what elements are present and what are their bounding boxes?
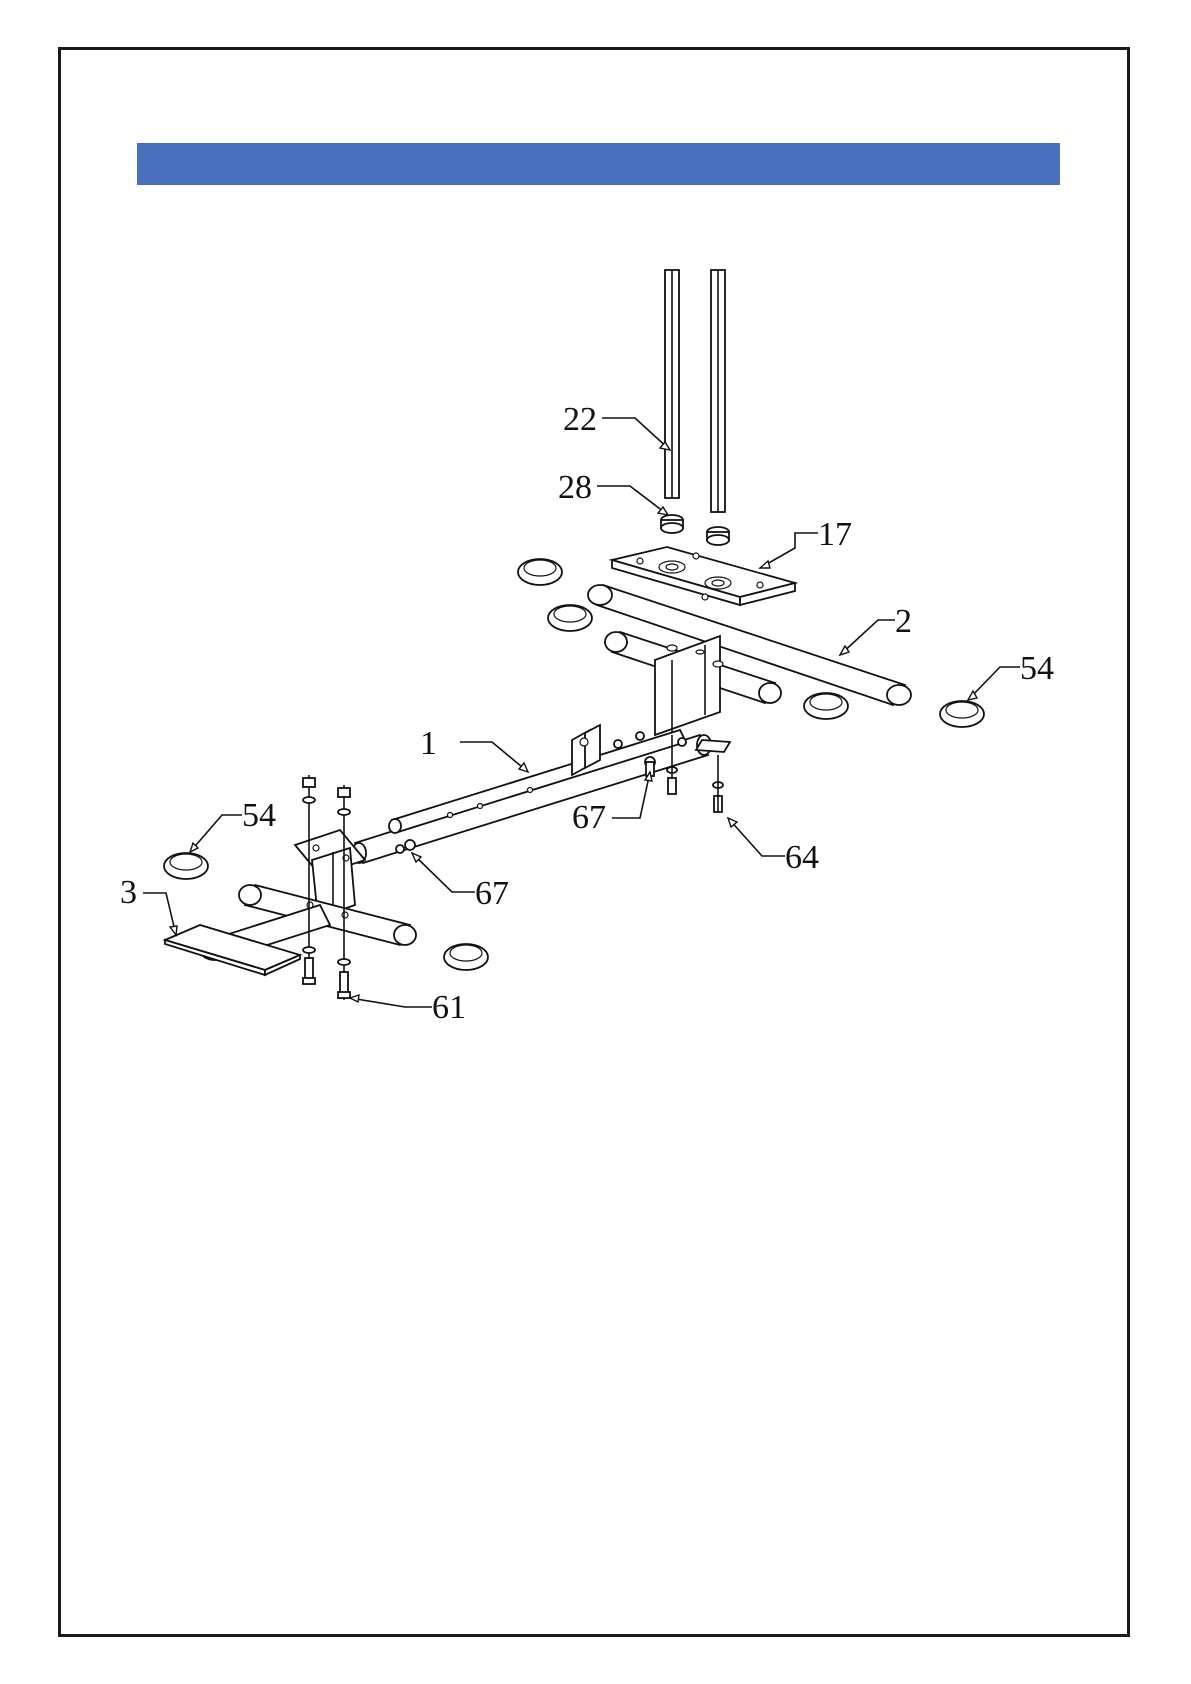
upright-tubes [665, 270, 725, 512]
callout-28: 28 [558, 469, 592, 506]
callout-54-rear: 54 [1020, 650, 1054, 687]
callout-2: 2 [895, 603, 912, 640]
spacer-rings [661, 515, 729, 545]
callout-22: 22 [563, 401, 597, 438]
callout-17: 17 [818, 516, 852, 553]
callout-3: 3 [120, 874, 137, 911]
callout-1: 1 [420, 725, 437, 762]
front-stabilizer [165, 885, 416, 975]
callout-54-front: 54 [242, 797, 276, 834]
callout-67-upper: 67 [572, 799, 606, 836]
callout-64: 64 [785, 839, 819, 876]
callout-61: 61 [432, 989, 466, 1026]
rear-stabilizer [588, 585, 911, 735]
callout-67-lower: 67 [475, 875, 509, 912]
